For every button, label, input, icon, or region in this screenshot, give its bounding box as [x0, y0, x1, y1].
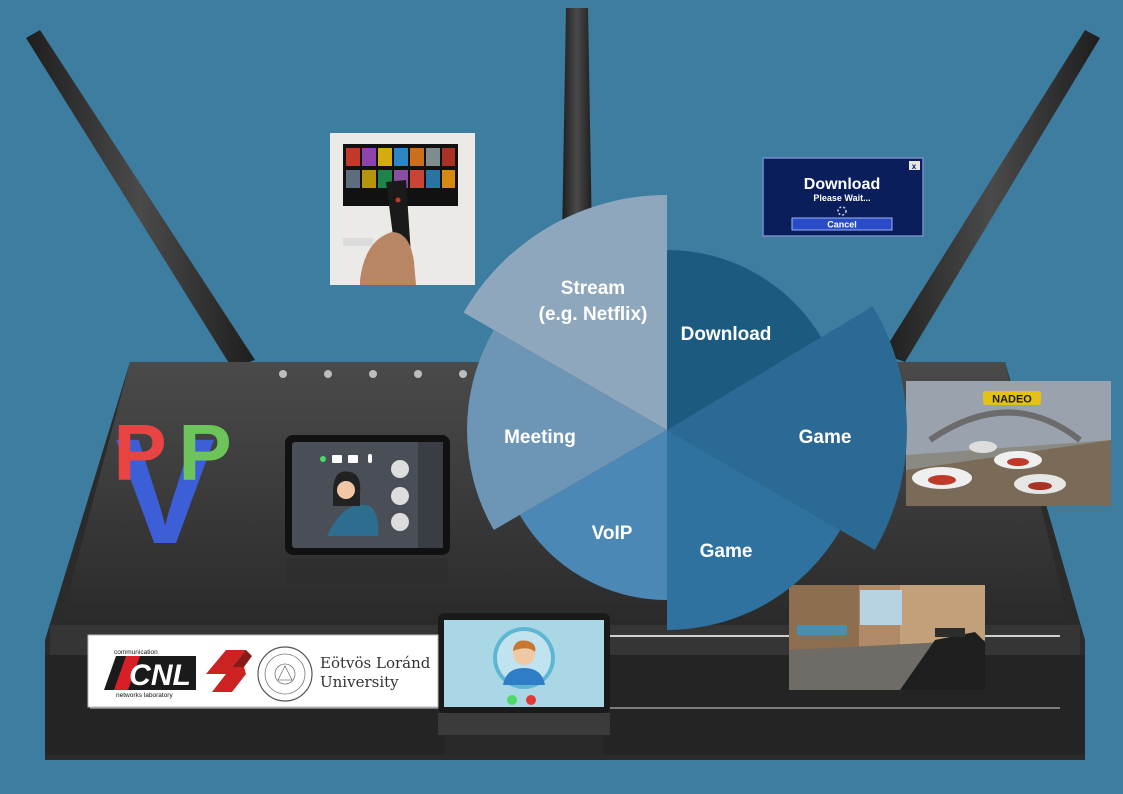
fps-game-image [789, 585, 985, 690]
antennas [26, 8, 1100, 368]
racing-game-image: NADEO [906, 381, 1111, 506]
university-seal [257, 646, 313, 702]
pie-label-game-2: Game [700, 541, 753, 562]
chevron-logo [206, 650, 252, 692]
pie-label-meeting: Meeting [504, 427, 576, 448]
tablet-reflection [287, 558, 448, 584]
spinner-icon [837, 206, 847, 216]
partner-logos: communication CNL networks laboratory Eö… [87, 634, 439, 708]
pie-label-download: Download [681, 324, 772, 345]
pvp-letter-p1: P [113, 408, 166, 497]
pie-label-stream-line1: Stream [561, 278, 625, 299]
cnl-logo: communication CNL networks laboratory [104, 649, 196, 699]
status-leds [279, 370, 467, 378]
university-name-line2: University [320, 673, 399, 691]
cnl-mark: CNL [129, 659, 191, 692]
antenna-right [882, 30, 1100, 362]
pie-slice-stream [463, 195, 667, 430]
popup-title: Download [804, 176, 880, 193]
traffic-pie: Stream(e.g. Netflix)DownloadGameGameVoIP… [463, 195, 907, 630]
tv-stream-image [330, 133, 475, 285]
university-name-line1: Eötvös Loránd [320, 654, 431, 672]
pvp-letter-p2: P [178, 408, 231, 497]
antenna-center [562, 8, 592, 240]
pie-slice-voip [519, 430, 667, 600]
pie-label-stream-line2: (e.g. Netflix) [539, 304, 648, 325]
pie-slice-game-2 [667, 430, 841, 630]
pie-label-game-1: Game [799, 427, 852, 448]
tablet-meeting-image [285, 435, 450, 584]
popup-close-icon: x [912, 162, 917, 171]
laptop-call-image [438, 613, 610, 755]
pvp-logo: V P P [113, 407, 231, 575]
nadeo-banner: NADEO [992, 394, 1032, 406]
popup-cancel-button: Cancel [827, 220, 857, 230]
pie-slice-game-1 [667, 306, 907, 550]
pie-slice-download [667, 250, 822, 430]
pie-label-voip: VoIP [592, 523, 633, 544]
pvp-letter-v: V [115, 407, 215, 575]
download-popup: x Download Please Wait... Cancel [762, 157, 924, 237]
popup-subtitle: Please Wait... [813, 193, 870, 203]
cnl-bottom-text: networks laboratory [116, 692, 173, 699]
pie-slice-meeting [467, 330, 667, 530]
antenna-left [26, 30, 255, 368]
cnl-top-text: communication [114, 649, 158, 656]
